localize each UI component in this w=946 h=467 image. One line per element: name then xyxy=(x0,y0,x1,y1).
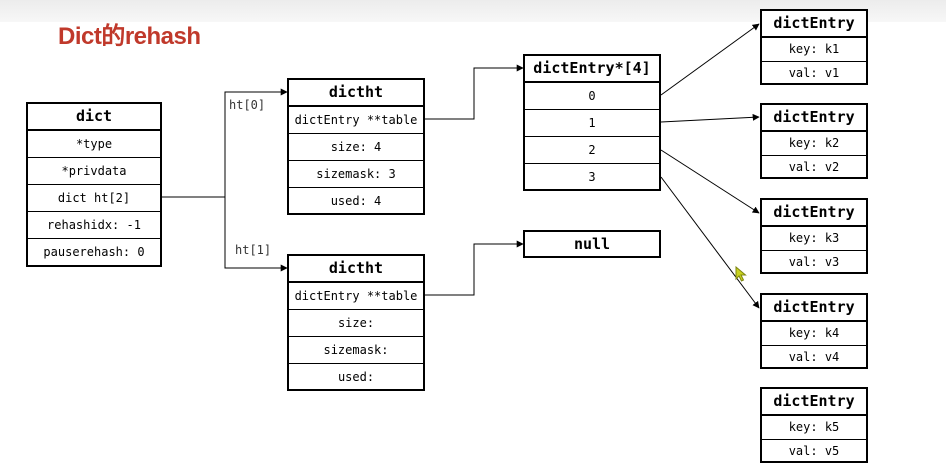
dict-entry-k1: dictEntry key: k1 val: v1 xyxy=(760,9,868,85)
dict-entry-key: key: k3 xyxy=(762,227,866,251)
dict-field-ht: dict ht[2] xyxy=(28,185,160,212)
dict-field-type: *type xyxy=(28,131,160,158)
dictht0-field-table: dictEntry **table xyxy=(289,107,423,134)
dictht0-field-size: size: 4 xyxy=(289,134,423,161)
dictht1-field-table: dictEntry **table xyxy=(289,283,423,310)
dictht1-field-sizemask: sizemask: xyxy=(289,337,423,364)
dict-entry-k3: dictEntry key: k3 val: v3 xyxy=(760,198,868,274)
dict-entry-val: val: v4 xyxy=(788,350,840,364)
dictht0-field-used: used: 4 xyxy=(330,194,382,208)
bucket-3: 3 xyxy=(588,170,596,184)
bucket-0: 0 xyxy=(525,83,659,110)
link-bucket3 xyxy=(660,176,760,309)
dictht0-box: dictht dictEntry **table size: 4 sizemas… xyxy=(287,78,425,215)
dictht0-header: dictht xyxy=(289,80,423,107)
dict-entry-k5: dictEntry key: k5 val: v5 xyxy=(760,387,868,463)
link-bucket0 xyxy=(660,23,760,96)
top-bar xyxy=(0,0,946,22)
dict-entry-header: dictEntry xyxy=(762,105,866,132)
dictht0-field-sizemask: sizemask: 3 xyxy=(289,161,423,188)
link-table0 xyxy=(425,64,524,120)
bucket-array-box: dictEntry*[4] 0 1 2 3 xyxy=(523,54,661,191)
dict-entry-val: val: v1 xyxy=(788,66,840,80)
page-title: Dict的rehash xyxy=(58,23,201,50)
bucket-array-header: dictEntry*[4] xyxy=(525,56,659,83)
dict-entry-val: val: v2 xyxy=(788,160,840,174)
dict-entry-key: key: k5 xyxy=(762,416,866,440)
dict-entry-key: key: k1 xyxy=(762,38,866,62)
link-bucket1 xyxy=(660,113,760,123)
dict-entry-header: dictEntry xyxy=(762,389,866,416)
dict-entry-k4: dictEntry key: k4 val: v4 xyxy=(760,293,868,369)
dictht1-box: dictht dictEntry **table size: sizemask:… xyxy=(287,254,425,391)
dictht1-field-used: used: xyxy=(337,370,375,384)
dict-field-privdata: *privdata xyxy=(28,158,160,185)
dict-entry-header: dictEntry xyxy=(762,200,866,227)
dict-field-pauserehash: pauserehash: 0 xyxy=(43,245,145,259)
link-ht0 xyxy=(162,88,288,198)
link-bucket2 xyxy=(660,149,760,214)
dict-header: dict xyxy=(28,104,160,131)
dict-box: dict *type *privdata dict ht[2] rehashid… xyxy=(26,102,162,267)
bucket-2: 2 xyxy=(525,137,659,164)
ht1-label: ht[1] xyxy=(235,243,272,257)
dict-entry-val: val: v3 xyxy=(788,255,840,269)
dictht1-field-size: size: xyxy=(289,310,423,337)
dict-entry-val: val: v5 xyxy=(788,444,840,458)
dict-field-rehashidx: rehashidx: -1 xyxy=(28,212,160,239)
dict-entry-k2: dictEntry key: k2 val: v2 xyxy=(760,103,868,179)
mouse-cursor-icon xyxy=(735,266,747,282)
null-box: null xyxy=(523,230,661,258)
link-table1 xyxy=(425,240,524,296)
dict-entry-key: key: k4 xyxy=(762,322,866,346)
dict-entry-header: dictEntry xyxy=(762,295,866,322)
bucket-1: 1 xyxy=(525,110,659,137)
dict-entry-key: key: k2 xyxy=(762,132,866,156)
ht0-label: ht[0] xyxy=(229,98,266,112)
dict-entry-header: dictEntry xyxy=(762,11,866,38)
link-ht1 xyxy=(224,197,288,272)
dictht1-header: dictht xyxy=(289,256,423,283)
